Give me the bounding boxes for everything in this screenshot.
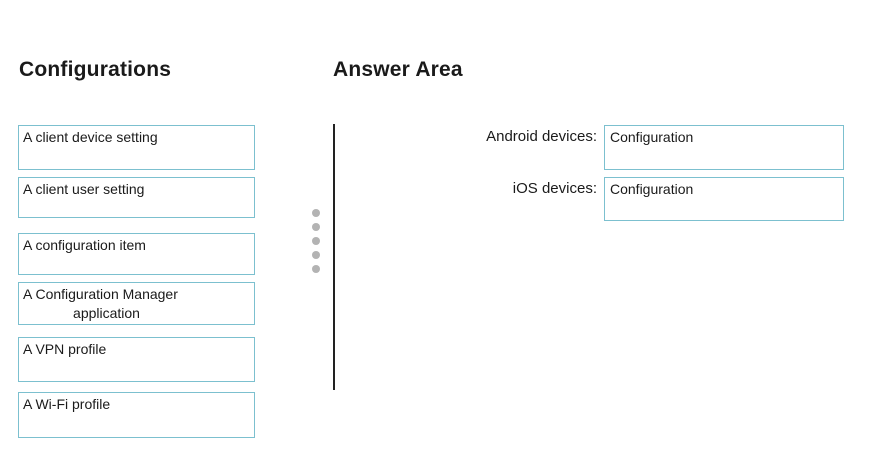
answer-area-heading: Answer Area: [333, 58, 463, 81]
option-label: A client user setting: [23, 181, 145, 197]
option-label: A client device setting: [23, 129, 158, 145]
option-label-line2: application: [73, 305, 140, 321]
option-label: A Configuration Manager: [23, 286, 178, 302]
option-configuration-manager-application[interactable]: A Configuration Manager application: [18, 282, 255, 325]
drop-target-value: Configuration: [610, 181, 694, 197]
configurations-heading: Configurations: [19, 58, 172, 81]
android-devices-drop-target[interactable]: Configuration: [604, 125, 844, 170]
android-devices-label: Android devices:: [486, 128, 597, 145]
drop-target-value: Configuration: [610, 129, 694, 145]
option-vpn-profile[interactable]: A VPN profile: [18, 337, 255, 382]
ios-devices-drop-target[interactable]: Configuration: [604, 177, 844, 221]
option-client-user-setting[interactable]: A client user setting: [18, 177, 255, 218]
option-label: A Wi-Fi profile: [23, 396, 111, 412]
option-configuration-item[interactable]: A configuration item: [18, 233, 255, 275]
ios-devices-label: iOS devices:: [512, 180, 597, 197]
panel-divider: [333, 124, 335, 390]
grip-dot: [312, 237, 320, 245]
grip-dot: [312, 223, 320, 231]
grip-dot: [312, 251, 320, 259]
grip-dot: [312, 209, 320, 217]
vertical-dots-grip-icon[interactable]: [311, 209, 321, 275]
option-label: A VPN profile: [23, 341, 107, 357]
grip-dot: [312, 265, 320, 273]
option-wifi-profile[interactable]: A Wi-Fi profile: [18, 392, 255, 438]
option-client-device-setting[interactable]: A client device setting: [18, 125, 255, 170]
option-label: A configuration item: [23, 237, 146, 253]
